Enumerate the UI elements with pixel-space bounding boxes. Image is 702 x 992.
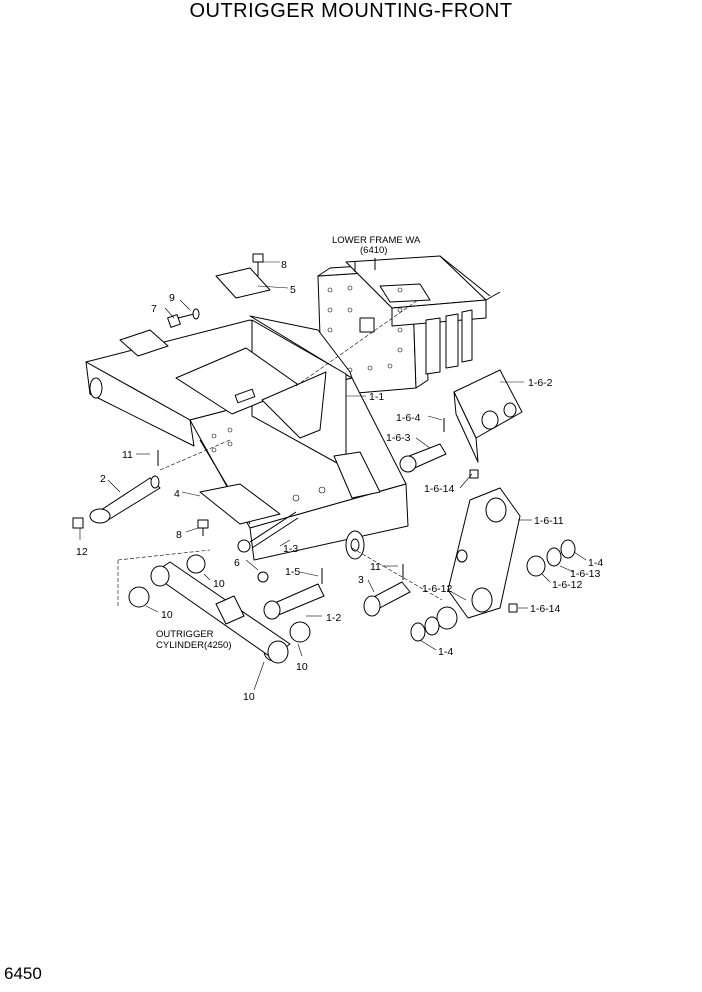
grease-nipple-1-6-14-bottom xyxy=(508,603,518,613)
callout-8-lower: 8 xyxy=(176,529,182,541)
cover-plate-4 xyxy=(199,483,281,525)
callout-11-right: 11 xyxy=(370,561,381,573)
grease-nipple-1-6-14-top xyxy=(469,469,479,479)
link-1-6-11 xyxy=(447,487,521,619)
callout-1-2: 1-2 xyxy=(326,612,341,624)
cylinder-ref-line2: CYLINDER(4250) xyxy=(156,640,232,651)
callout-11-left: 11 xyxy=(122,449,133,461)
callout-1-6-2: 1-6-2 xyxy=(528,377,553,389)
cover-plate-5 xyxy=(215,267,271,299)
bolt-8-top xyxy=(252,253,264,276)
assembly-lines xyxy=(117,299,443,606)
pin-2 xyxy=(89,475,161,524)
callout-10-d: 10 xyxy=(243,691,255,703)
grease-nipple-6 xyxy=(257,571,269,583)
page-number: 6450 xyxy=(4,964,42,983)
callout-1-4-lower: 1-4 xyxy=(438,646,453,658)
callout-10-a: 10 xyxy=(213,578,225,590)
pin-1-3 xyxy=(237,511,299,553)
callout-1-6-4: 1-6-4 xyxy=(396,412,421,424)
grease-nipple-12 xyxy=(72,517,84,529)
bolt-7 xyxy=(167,308,200,328)
callout-10-b: 10 xyxy=(161,609,173,621)
pin-1-6-3 xyxy=(399,443,447,473)
callout-1-6-14-bottom: 1-6-14 xyxy=(530,603,561,615)
callout-5: 5 xyxy=(290,284,296,296)
callout-1-6-13: 1-6-13 xyxy=(570,568,601,580)
callout-6: 6 xyxy=(234,557,240,569)
callout-1-6-14-top: 1-6-14 xyxy=(424,483,455,495)
callout-12: 12 xyxy=(76,546,88,558)
callout-1-1: 1-1 xyxy=(369,391,384,403)
callout-2: 2 xyxy=(100,473,106,485)
callout-10-c: 10 xyxy=(296,661,308,673)
bracket-1-6-2 xyxy=(453,369,523,463)
callout-1-4-right: 1-4 xyxy=(588,557,603,569)
bushing-set-right xyxy=(526,539,576,577)
callout-7: 7 xyxy=(151,303,157,315)
callout-9: 9 xyxy=(169,292,175,304)
lower-frame-ref-line2: (6410) xyxy=(360,245,387,256)
callout-1-3: 1-3 xyxy=(283,543,298,555)
callout-1-6-11: 1-6-11 xyxy=(534,515,564,527)
callout-1-6-12-right: 1-6-12 xyxy=(552,579,583,591)
callout-1-5: 1-5 xyxy=(285,566,300,578)
leader-lines xyxy=(79,261,587,691)
callout-8: 8 xyxy=(281,259,287,271)
callout-3: 3 xyxy=(358,574,364,586)
lower-frame-assembly xyxy=(317,255,501,397)
pin-1-2 xyxy=(263,583,325,620)
callout-4: 4 xyxy=(174,488,180,500)
outrigger-cylinder xyxy=(150,561,291,664)
page-title: OUTRIGGER MOUNTING-FRONT xyxy=(189,0,513,22)
bushing-set-lower xyxy=(410,606,458,642)
callout-1-6-3: 1-6-3 xyxy=(386,432,411,444)
lower-frame-ref-line1: LOWER FRAME WA xyxy=(332,235,421,246)
bolt-8-lower xyxy=(197,519,209,536)
callout-1-6-12-left: 1-6-12 xyxy=(422,583,453,595)
pin-3 xyxy=(363,581,411,617)
cylinder-ref-line1: OUTRIGGER xyxy=(156,629,214,640)
